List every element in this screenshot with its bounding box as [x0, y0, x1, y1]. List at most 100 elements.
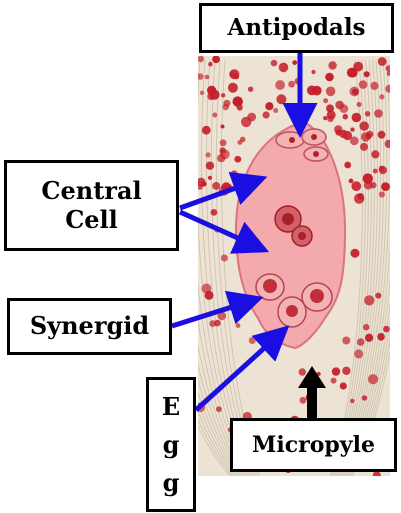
polar-nuclei — [274, 205, 313, 247]
tissue-nucleus — [381, 182, 390, 192]
tissue-nucleus — [374, 109, 383, 118]
tissue-nucleus — [239, 136, 246, 143]
tissue-nucleus — [371, 150, 380, 159]
tissue-nucleus — [364, 295, 375, 306]
tissue-nucleus — [220, 124, 225, 129]
tissue-nucleus — [358, 80, 368, 89]
tissue-nucleus — [278, 62, 289, 73]
tissue-nucleus — [227, 82, 238, 93]
tissue-nucleus — [221, 93, 226, 98]
tissue-nucleus — [210, 209, 218, 216]
tissue-nucleus — [344, 161, 352, 169]
central-cell-arrow-upper — [179, 171, 268, 211]
tissue-nucleus — [350, 248, 360, 258]
tissue-nucleus — [198, 177, 206, 187]
tissue-nucleus — [325, 86, 336, 97]
tissue-nucleus — [354, 193, 365, 204]
tissue-nucleus — [198, 56, 205, 63]
tissue-nucleus — [339, 104, 349, 114]
micropyle-label-text: Micropyle — [252, 431, 375, 458]
tissue-nucleus — [204, 74, 210, 80]
egg-arrow — [194, 325, 290, 412]
tissue-nucleus — [208, 61, 213, 67]
tissue-nucleus — [375, 292, 382, 299]
tissue-nucleus — [379, 94, 385, 100]
tissue-nucleus — [349, 86, 360, 97]
egg-label-letter: g — [162, 429, 180, 459]
pointer-arrows — [171, 53, 318, 412]
tissue-nucleus — [323, 115, 328, 121]
tissue-nucleus — [377, 333, 385, 341]
tissue-nucleus — [229, 69, 240, 80]
tissue-nucleus — [377, 130, 386, 139]
tissue-nucleus — [217, 154, 226, 163]
tissue-nucleus — [354, 349, 364, 359]
tissue-nucleus — [219, 147, 226, 154]
egg-label-letter: g — [162, 467, 180, 497]
tissue-nucleus — [316, 371, 321, 376]
tissue-nucleus — [234, 155, 242, 163]
egg-label-letter: E — [161, 391, 181, 421]
tissue-nucleus — [363, 71, 370, 78]
tissue-nucleus — [262, 111, 270, 119]
tissue-nucleus — [368, 374, 379, 385]
tissue-nucleus — [378, 191, 385, 198]
tissue-nucleus — [217, 311, 227, 321]
tissue-nucleus — [370, 81, 379, 90]
tissue-nucleus — [361, 395, 368, 401]
tissue-nucleus — [353, 61, 364, 72]
tissue-nucleus — [386, 71, 390, 76]
tissue-nucleus — [199, 90, 205, 96]
tissue-nucleus — [342, 130, 353, 141]
egg-label: E g g — [146, 377, 196, 512]
tissue-nucleus — [265, 102, 274, 111]
tissue-nucleus — [342, 113, 349, 120]
tissue-nucleus — [366, 130, 374, 138]
tissue-nucleus — [209, 88, 216, 95]
synergid-label-text: Synergid — [29, 311, 150, 341]
antipodals-label: Antipodals — [199, 3, 394, 53]
tissue-nucleus — [331, 367, 341, 376]
tissue-nucleus — [350, 127, 355, 132]
tissue-nucleus — [342, 366, 351, 375]
tissue-nucleus — [385, 65, 390, 72]
tissue-nucleus — [364, 333, 374, 342]
tissue-nucleus — [372, 168, 378, 174]
synergid-label: Synergid — [7, 298, 172, 355]
tissue-nucleus — [230, 170, 238, 178]
tissue-nucleus — [362, 173, 373, 184]
tissue-nucleus — [288, 80, 295, 88]
central-cell-label-line2: Cell — [65, 204, 118, 234]
tissue-nucleus — [198, 73, 204, 80]
tissue-nucleus — [325, 72, 334, 82]
tissue-nucleus — [201, 125, 211, 135]
tissue-nucleus — [348, 178, 354, 184]
central-cell-label: Central Cell — [4, 160, 179, 251]
tissue-nucleus — [273, 108, 279, 113]
tissue-nucleus — [235, 323, 241, 328]
tissue-nucleus — [222, 103, 229, 111]
tissue-nucleus — [275, 80, 285, 90]
tissue-nucleus — [307, 85, 317, 96]
tissue-nucleus — [219, 139, 227, 147]
tissue-nucleus — [205, 152, 211, 158]
tissue-nucleus — [270, 59, 278, 67]
tissue-nucleus — [326, 104, 334, 113]
tissue-nucleus — [212, 112, 218, 118]
tissue-nucleus — [247, 112, 257, 122]
central-cell-arrow-lower — [178, 209, 270, 254]
synergid-arrow — [171, 290, 264, 329]
micropyle-label: Micropyle — [230, 418, 397, 472]
tissue-nucleus — [216, 406, 222, 413]
tissue-nucleus — [276, 94, 287, 105]
tissue-nucleus — [356, 102, 362, 107]
tissue-nucleus — [299, 396, 307, 404]
tissue-nucleus — [377, 57, 387, 66]
tissue-nucleus — [330, 377, 337, 384]
tissue-nucleus — [351, 112, 362, 123]
tissue-nucleus — [364, 111, 371, 117]
tissue-nucleus — [323, 98, 329, 104]
tissue-nucleus — [384, 139, 390, 148]
tissue-nucleus — [334, 125, 343, 134]
tissue-nucleus — [385, 84, 390, 93]
